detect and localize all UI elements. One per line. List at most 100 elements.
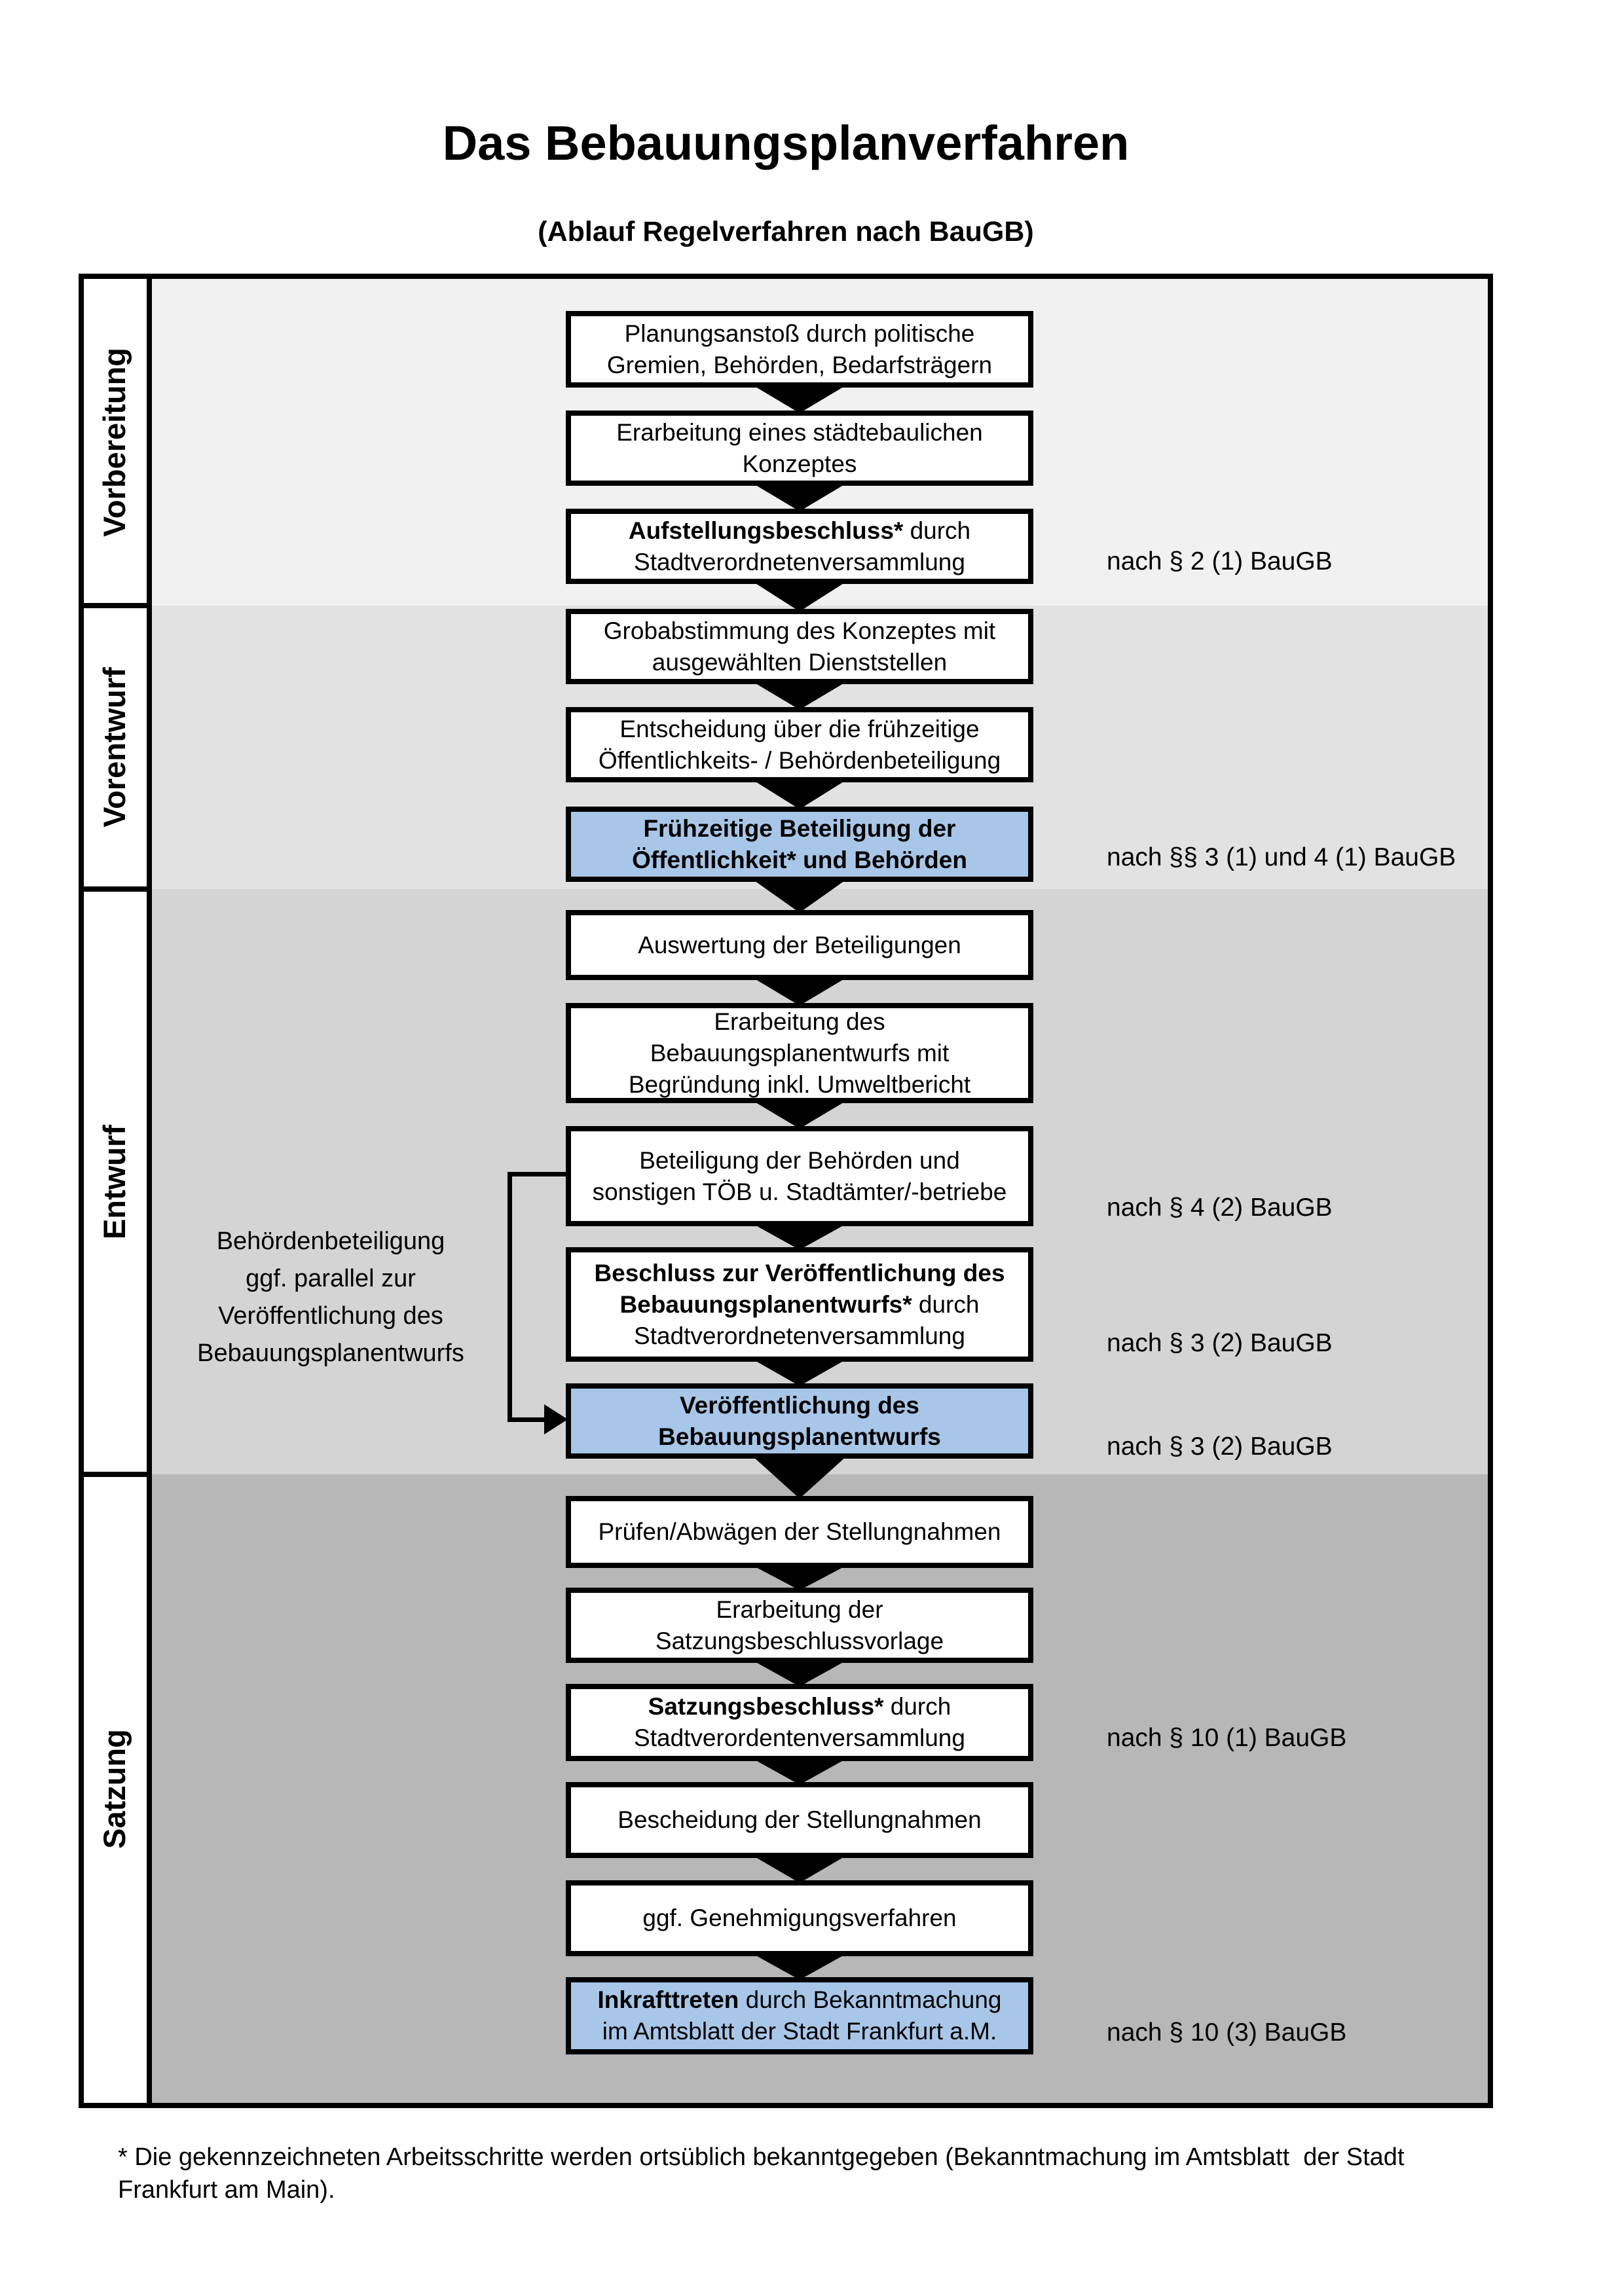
- page-title: Das Bebauungsplanverfahren: [442, 116, 1130, 170]
- outer-border-right: [1488, 274, 1493, 2108]
- flow-step-text-line: Veröffentlichung des: [680, 1390, 919, 1421]
- flow-step-text-segment: Konzeptes: [742, 450, 857, 477]
- flow-step-text-segment: Erarbeitung der: [716, 1595, 883, 1623]
- parallel-connector-arrow-icon: [544, 1404, 568, 1434]
- flow-step-text-segment: Erarbeitung des: [714, 1008, 885, 1035]
- down-arrow-icon: [752, 879, 847, 913]
- down-arrow-icon: [752, 780, 847, 809]
- down-arrow-icon: [752, 1101, 847, 1129]
- parallel-note-line: ggf. parallel zur: [246, 1265, 416, 1292]
- flow-step-text-line: Stadtverordentenversammlung: [634, 1722, 965, 1754]
- flow-step-text-line: ausgewählten Dienststellen: [652, 647, 947, 678]
- flow-step-text-segment: Entscheidung über die frühzeitige: [619, 715, 980, 742]
- parallel-note: Behördenbeteiligung ggf. parallel zur Ve…: [134, 1223, 527, 1372]
- flow-step-text-segment: Beschluss zur Veröffentlichung des: [594, 1259, 1005, 1286]
- flow-step-text-segment: Begründung inkl. Umweltbericht: [628, 1070, 971, 1098]
- flow-step-text-line: Gremien, Behörden, Bedarfsträgern: [607, 350, 992, 381]
- phase-label-cell: Satzung: [81, 1474, 147, 2103]
- flow-step-text-line: Prüfen/Abwägen der Stellungnahmen: [598, 1516, 1001, 1548]
- flow-step-text-line: Stadtverordnetenversammlung: [634, 1321, 965, 1352]
- down-arrow-icon: [752, 1855, 847, 1883]
- parallel-connector-bottom-line: [507, 1417, 547, 1422]
- legal-reference: nach § 10 (3) BauGB: [1107, 2018, 1347, 2047]
- legal-reference: nach § 10 (1) BauGB: [1107, 1724, 1347, 1752]
- flow-step-text-line: Frühzeitige Beteiligung der: [644, 813, 956, 845]
- flow-step-text-segment: Stadtverordnetenversammlung: [634, 1322, 965, 1349]
- flow-step-text-line: Erarbeitung der: [716, 1594, 883, 1626]
- flow-step-text-line: Öffentlichkeit* und Behörden: [632, 845, 967, 876]
- phase-label-cell: Vorbereitung: [81, 279, 147, 606]
- down-arrow-icon: [752, 1954, 847, 1980]
- down-arrow-icon: [752, 1456, 847, 1499]
- flow-step-text-line: Beteiligung der Behörden und: [639, 1145, 960, 1176]
- flow-step-text-line: Grobabstimmung des Konzeptes mit: [604, 615, 995, 647]
- flow-step-text-line: Stadtverordnetenversammlung: [634, 547, 965, 578]
- phase-label-vorbereitung: Vorbereitung: [96, 348, 132, 537]
- flow-step-text-segment: Veröffentlichung des: [680, 1391, 919, 1419]
- flow-step-text-line: Entscheidung über die frühzeitige: [619, 714, 979, 745]
- legal-reference: nach § 2 (1) BauGB: [1107, 547, 1333, 575]
- flow-step-text-segment: Öffentlichkeits- / Behördenbeteiligung: [598, 746, 1001, 774]
- flow-step-text-line: Erarbeitung eines städtebaulichen: [616, 417, 983, 448]
- flow-step-text-line: Planungsanstoß durch politische: [625, 318, 975, 350]
- phase-separator: [79, 1472, 152, 1477]
- flow-step-text-segment: Beteiligung der Behörden und: [639, 1146, 960, 1174]
- flow-step-text-line: Aufstellungsbeschluss* durch: [629, 515, 970, 547]
- legal-reference: nach §§ 3 (1) und 4 (1) BauGB: [1107, 843, 1456, 871]
- down-arrow-icon: [752, 581, 847, 611]
- phase-label-satzung: Satzung: [96, 1728, 132, 1849]
- flow-step-text-segment: Stadtverordentenversammlung: [634, 1724, 965, 1751]
- flow-step-text-line: Bebauungsplanentwurfs: [658, 1421, 941, 1453]
- flow-step-text-line: Inkrafttreten durch Bekanntmachung: [598, 1984, 1002, 2016]
- flow-step-text-segment: Frühzeitige Beteiligung der: [643, 814, 956, 842]
- flow-step: Grobabstimmung des Konzeptes mit ausgewäh…: [566, 609, 1033, 684]
- parallel-connector-top-line: [507, 1172, 568, 1176]
- flow-step-text-segment: Satzungsbeschluss*: [648, 1693, 884, 1720]
- phase-separator: [79, 603, 152, 608]
- flow-step-text-line: Erarbeitung des: [714, 1006, 885, 1038]
- flow-step-text-segment: Öffentlichkeit* und Behörden: [632, 846, 967, 873]
- flow-step-text-line: ggf. Genehmigungsverfahren: [642, 1903, 956, 1934]
- footnote: * Die gekennzeichneten Arbeitsschritte w…: [118, 2143, 1405, 2204]
- parallel-note-line: Bebauungsplanentwurfs: [197, 1339, 464, 1367]
- flow-step-text-line: sonstigen TÖB u. Stadtämter/-betriebe: [593, 1176, 1007, 1208]
- page-subtitle: (Ablauf Regelverfahren nach BauGB): [538, 216, 1034, 247]
- flow-step-text-line: Bebauungsplanentwurfs* durch: [620, 1289, 980, 1321]
- flow-step-text-segment: ausgewählten Dienststellen: [652, 648, 948, 676]
- flow-step-text-segment: Bebauungsplanentwurfs: [658, 1423, 941, 1450]
- flow-step-text-line: Auswertung der Beteiligungen: [638, 930, 961, 961]
- outer-border-bottom: [79, 2103, 1493, 2108]
- label-column-divider: [147, 274, 152, 2108]
- down-arrow-icon: [752, 483, 847, 511]
- flow-step-text-segment: Prüfen/Abwägen der Stellungnahmen: [598, 1518, 1001, 1545]
- flow-step-text-segment: im Amtsblatt der Stadt Frankfurt a.M.: [602, 2018, 997, 2045]
- flow-step-text-line: Beschluss zur Veröffentlichung des: [594, 1258, 1005, 1289]
- parallel-connector-vertical-line: [507, 1172, 512, 1422]
- down-arrow-icon: [752, 1359, 847, 1386]
- phase-label-vorentwurf: Vorentwurf: [96, 667, 132, 828]
- phase-label-cell: Entwurf: [81, 889, 147, 1474]
- flow-step-text-segment: Bescheidung der Stellungnahmen: [618, 1806, 982, 1833]
- flow-step: Auswertung der Beteiligungen: [566, 910, 1033, 980]
- flow-step-text-segment: sonstigen TÖB u. Stadtämter/-betriebe: [592, 1178, 1007, 1205]
- down-arrow-icon: [752, 1224, 847, 1250]
- flow-step-text-line: Begründung inkl. Umweltbericht: [629, 1069, 970, 1101]
- phase-label-cell: Vorentwurf: [81, 606, 147, 889]
- flow-step-text-segment: Grobabstimmung des Konzeptes mit: [603, 617, 996, 644]
- down-arrow-icon: [752, 1565, 847, 1590]
- flow-step-text-segment: Stadtverordnetenversammlung: [634, 548, 965, 575]
- flow-step-text-segment: durch: [883, 1693, 951, 1720]
- parallel-note-line: Veröffentlichung des: [218, 1302, 443, 1330]
